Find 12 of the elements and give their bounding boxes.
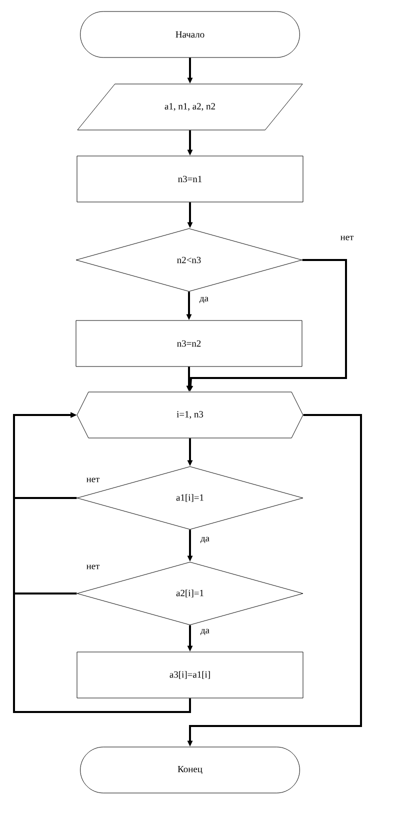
edge-label: нет (85, 476, 101, 484)
process-box: n3=n1 (76, 156, 304, 202)
edge-label: нет (339, 234, 355, 242)
edge-label: нет (85, 564, 101, 570)
loop-hexagon: i=1, n3 (76, 392, 304, 438)
arrow (13, 412, 191, 713)
process-box: a3[i]=a1[i] (76, 652, 304, 698)
edge-label: да (200, 536, 210, 544)
edge-label: да (198, 296, 210, 304)
input-parallelogram: a1, n1, a2, n2 (77, 84, 303, 130)
process-box: n3=n2 (76, 320, 302, 367)
edge-label: да (200, 628, 210, 636)
